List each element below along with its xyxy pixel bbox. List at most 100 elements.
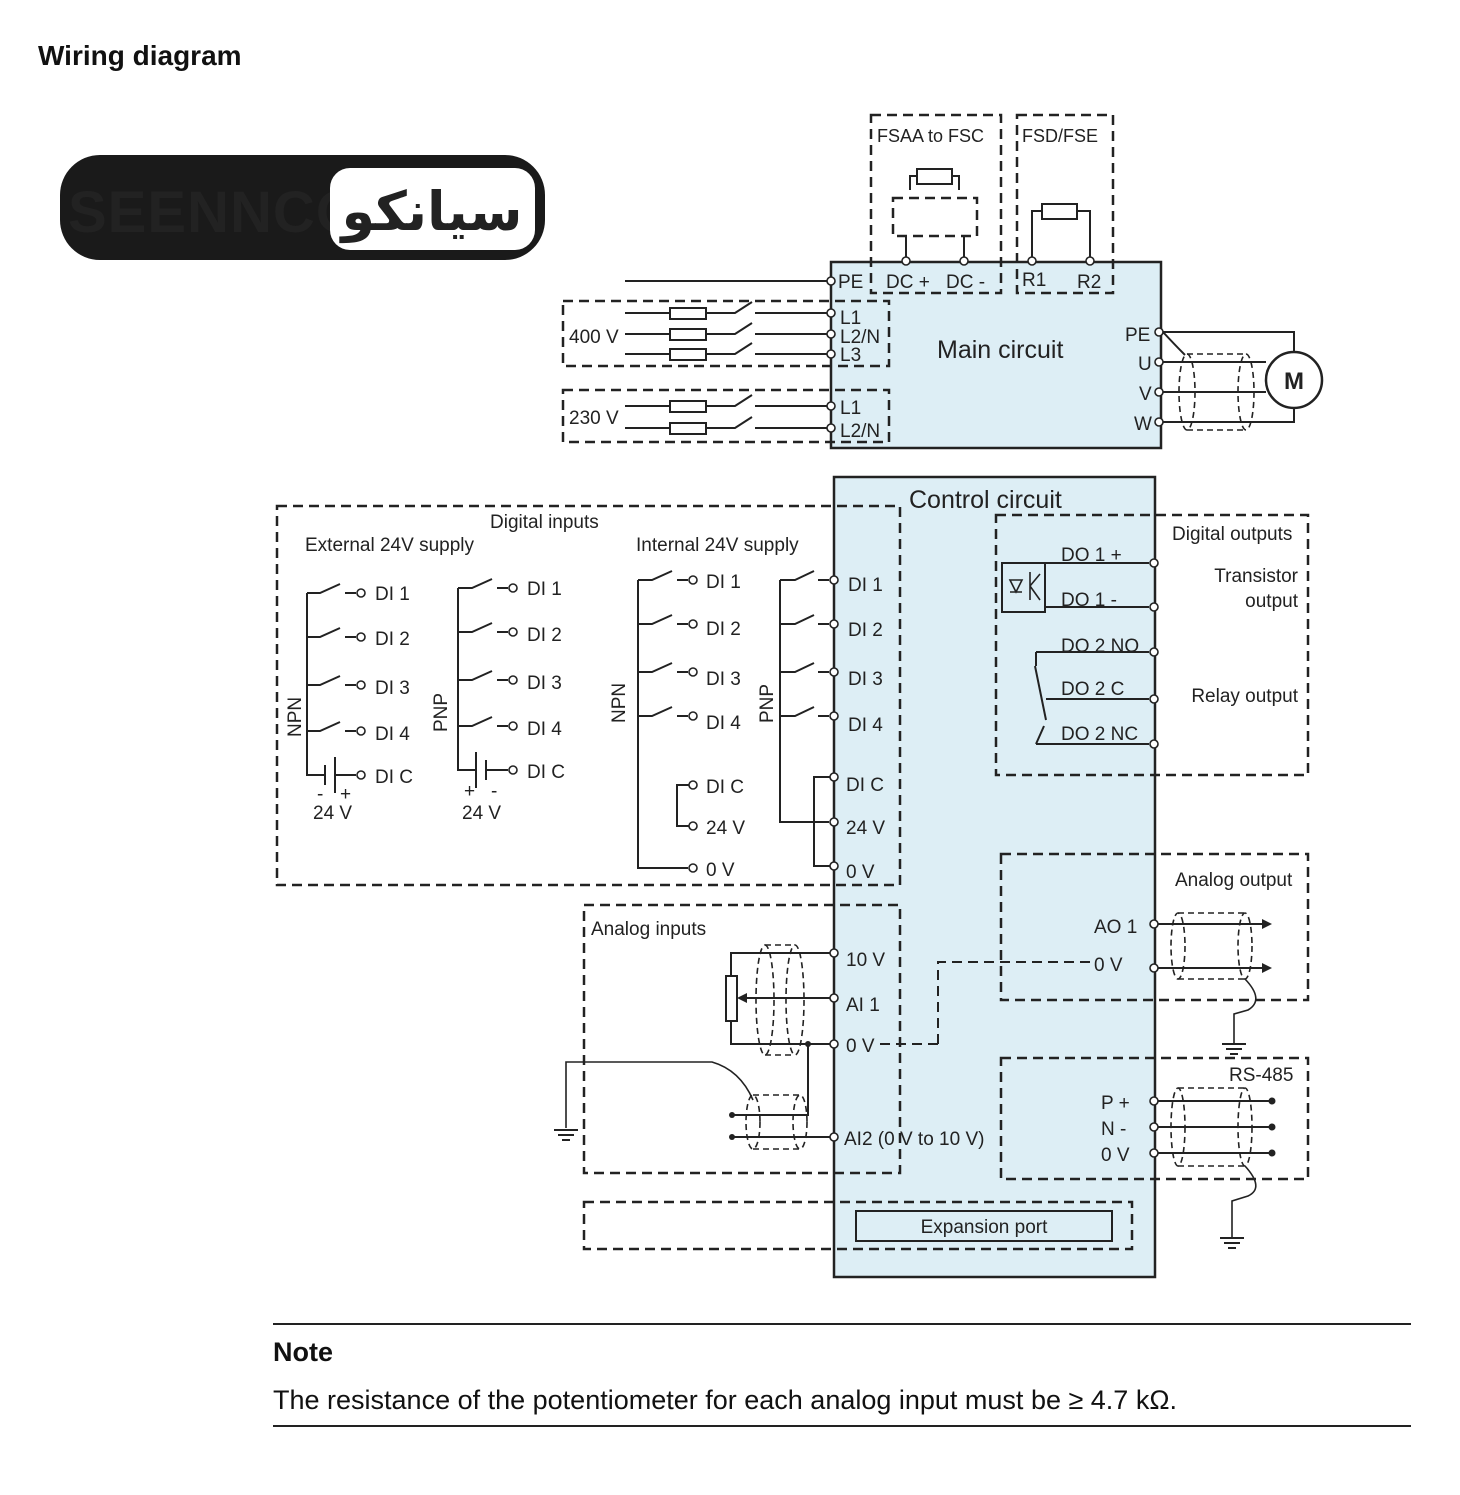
relay-label: Relay output	[1191, 686, 1298, 707]
terminal-pe-out: PE	[1125, 325, 1150, 346]
int-npn-di2: DI 2	[706, 619, 741, 640]
terminal-r2: R2	[1077, 272, 1101, 293]
analog-output-title: Analog output	[1175, 870, 1293, 891]
brake-resistor-fsd	[1041, 203, 1078, 220]
rs485-box	[999, 1056, 1310, 1181]
motor-icon	[1264, 350, 1324, 410]
internal-pnp-group: PNP	[757, 570, 831, 867]
control-circuit-box	[832, 475, 1157, 1279]
logo-latin-text: SEENNCO	[68, 180, 362, 245]
fsaa-option-box	[869, 113, 1003, 295]
digital-outputs-title: Digital outputs	[1172, 524, 1292, 545]
external-pnp-group: PNP DI 1 DI 2 DI 3 DI 4 DI C + - 24 V	[431, 578, 565, 824]
do1-plus: DO 1 +	[1061, 545, 1122, 566]
ctrl-0v: 0 V	[846, 862, 875, 883]
terminal-400-l3: L3	[840, 345, 861, 366]
control-di-terminals: DI 1 DI 2 DI 3 DI 4 DI C 24 V 0 V	[829, 575, 885, 883]
potentiometer-icon	[725, 975, 738, 1022]
fsd-label: FSD/FSE	[1022, 126, 1098, 146]
terminal-230-l2n: L2/N	[840, 421, 880, 442]
optocoupler-icon	[1001, 562, 1046, 613]
ext-npn-di2: DI 2	[375, 629, 410, 650]
ao-0v: 0 V	[1094, 955, 1123, 976]
do1-minus: DO 1 -	[1061, 590, 1117, 611]
terminal-dc-plus: DC +	[886, 272, 930, 293]
digital-outputs-group: Digital outputs Transistor output Relay …	[994, 513, 1310, 777]
rs485-title: RS-485	[1229, 1065, 1293, 1086]
digital-inputs-box	[275, 504, 902, 887]
ext-pnp-di4: DI 4	[527, 719, 562, 740]
supply-400v-box	[561, 299, 891, 368]
int-npn-24v: 24 V	[706, 818, 745, 839]
note-section: Note The resistance of the potentiometer…	[273, 1323, 1411, 1427]
analog-inputs-box	[582, 903, 902, 1175]
rs485-0v: 0 V	[1101, 1145, 1130, 1166]
ctrl-24v: 24 V	[846, 818, 885, 839]
ai-0v: 0 V	[846, 1036, 875, 1057]
supply-400v-label: 400 V	[569, 327, 619, 348]
expansion-port-label: Expansion port	[921, 1217, 1048, 1238]
ai-10v: 10 V	[846, 950, 885, 971]
terminal-230-l1: L1	[840, 398, 861, 419]
expansion-port	[855, 1210, 1113, 1242]
ext-npn-minus: -	[317, 784, 323, 805]
ctrl-dic: DI C	[846, 775, 884, 796]
int-npn-di1: DI 1	[706, 572, 741, 593]
ext-pnp-24v: 24 V	[462, 803, 501, 824]
motor-label: M	[1284, 368, 1304, 395]
digital-inputs-title: Digital inputs	[490, 512, 599, 533]
transistor-label-2: output	[1245, 591, 1299, 612]
rs485-n: N -	[1101, 1119, 1126, 1140]
terminal-v: V	[1139, 384, 1152, 405]
ai1: AI 1	[846, 995, 880, 1016]
note-heading: Note	[273, 1337, 333, 1367]
external-npn-group: NPN DI 1 DI 2 DI 3 DI 4 DI C - + 24 V	[285, 583, 413, 824]
ext-pnp-di3: DI 3	[527, 673, 562, 694]
expansion-area-box	[582, 1200, 1134, 1251]
analog-inputs-title: Analog inputs	[591, 919, 706, 940]
internal-npn-group: NPN DI 1 DI 2 DI 3 DI 4 DI C 24 V 0 V	[609, 570, 745, 881]
external-supply-label: External 24V supply	[305, 535, 474, 556]
analog-inputs-group: Analog inputs 10 V AI 1 0 V AI2 (0 V to …	[554, 903, 984, 1175]
brake-resistor-fsaa	[916, 168, 953, 185]
ctrl-di1: DI 1	[848, 575, 883, 596]
page-title: Wiring diagram	[38, 40, 242, 71]
npn-label-int: NPN	[609, 683, 630, 723]
do2-nc: DO 2 NC	[1061, 724, 1138, 745]
npn-label-ext: NPN	[285, 697, 306, 737]
terminal-400-l1: L1	[840, 308, 861, 329]
terminal-pe-top: PE	[838, 272, 863, 293]
transistor-label-1: Transistor	[1214, 566, 1298, 587]
int-npn-di3: DI 3	[706, 669, 741, 690]
control-circuit-section: Control circuit Digital inputs External …	[275, 475, 1310, 1279]
ext-pnp-dic: DI C	[527, 762, 565, 783]
analog-output-box	[999, 852, 1310, 1002]
control-circuit-title: Control circuit	[909, 486, 1062, 514]
internal-supply-label: Internal 24V supply	[636, 535, 799, 556]
ctrl-di2: DI 2	[848, 620, 883, 641]
ext-npn-di4: DI 4	[375, 724, 410, 745]
terminal-w: W	[1134, 414, 1152, 435]
digital-outputs-box	[994, 513, 1310, 777]
brake-chopper-box	[891, 196, 979, 238]
ext-pnp-plus: +	[464, 781, 475, 802]
pnp-label-int: PNP	[757, 684, 778, 723]
int-npn-dic: DI C	[706, 777, 744, 798]
pnp-label-ext: PNP	[431, 693, 452, 732]
ext-npn-di1: DI 1	[375, 584, 410, 605]
main-circuit-section: Main circuit FSAA to FSC FSD/FSE PE DC +…	[561, 113, 1324, 450]
int-npn-di4: DI 4	[706, 713, 741, 734]
fsd-option-box	[1015, 113, 1115, 295]
ext-npn-di3: DI 3	[375, 678, 410, 699]
do2-no: DO 2 NO	[1061, 636, 1139, 657]
do2-c: DO 2 C	[1061, 679, 1124, 700]
fsaa-label: FSAA to FSC	[877, 126, 984, 146]
analog-output-group: Analog output AO 1 0 V	[937, 852, 1310, 1055]
rs485-group: RS-485 P + N - 0 V	[999, 1056, 1310, 1249]
ext-pnp-di2: DI 2	[527, 625, 562, 646]
ext-npn-24v: 24 V	[313, 803, 352, 824]
int-npn-0v: 0 V	[706, 860, 735, 881]
terminal-400-l2n: L2/N	[840, 327, 880, 348]
terminal-r1: R1	[1022, 270, 1046, 291]
